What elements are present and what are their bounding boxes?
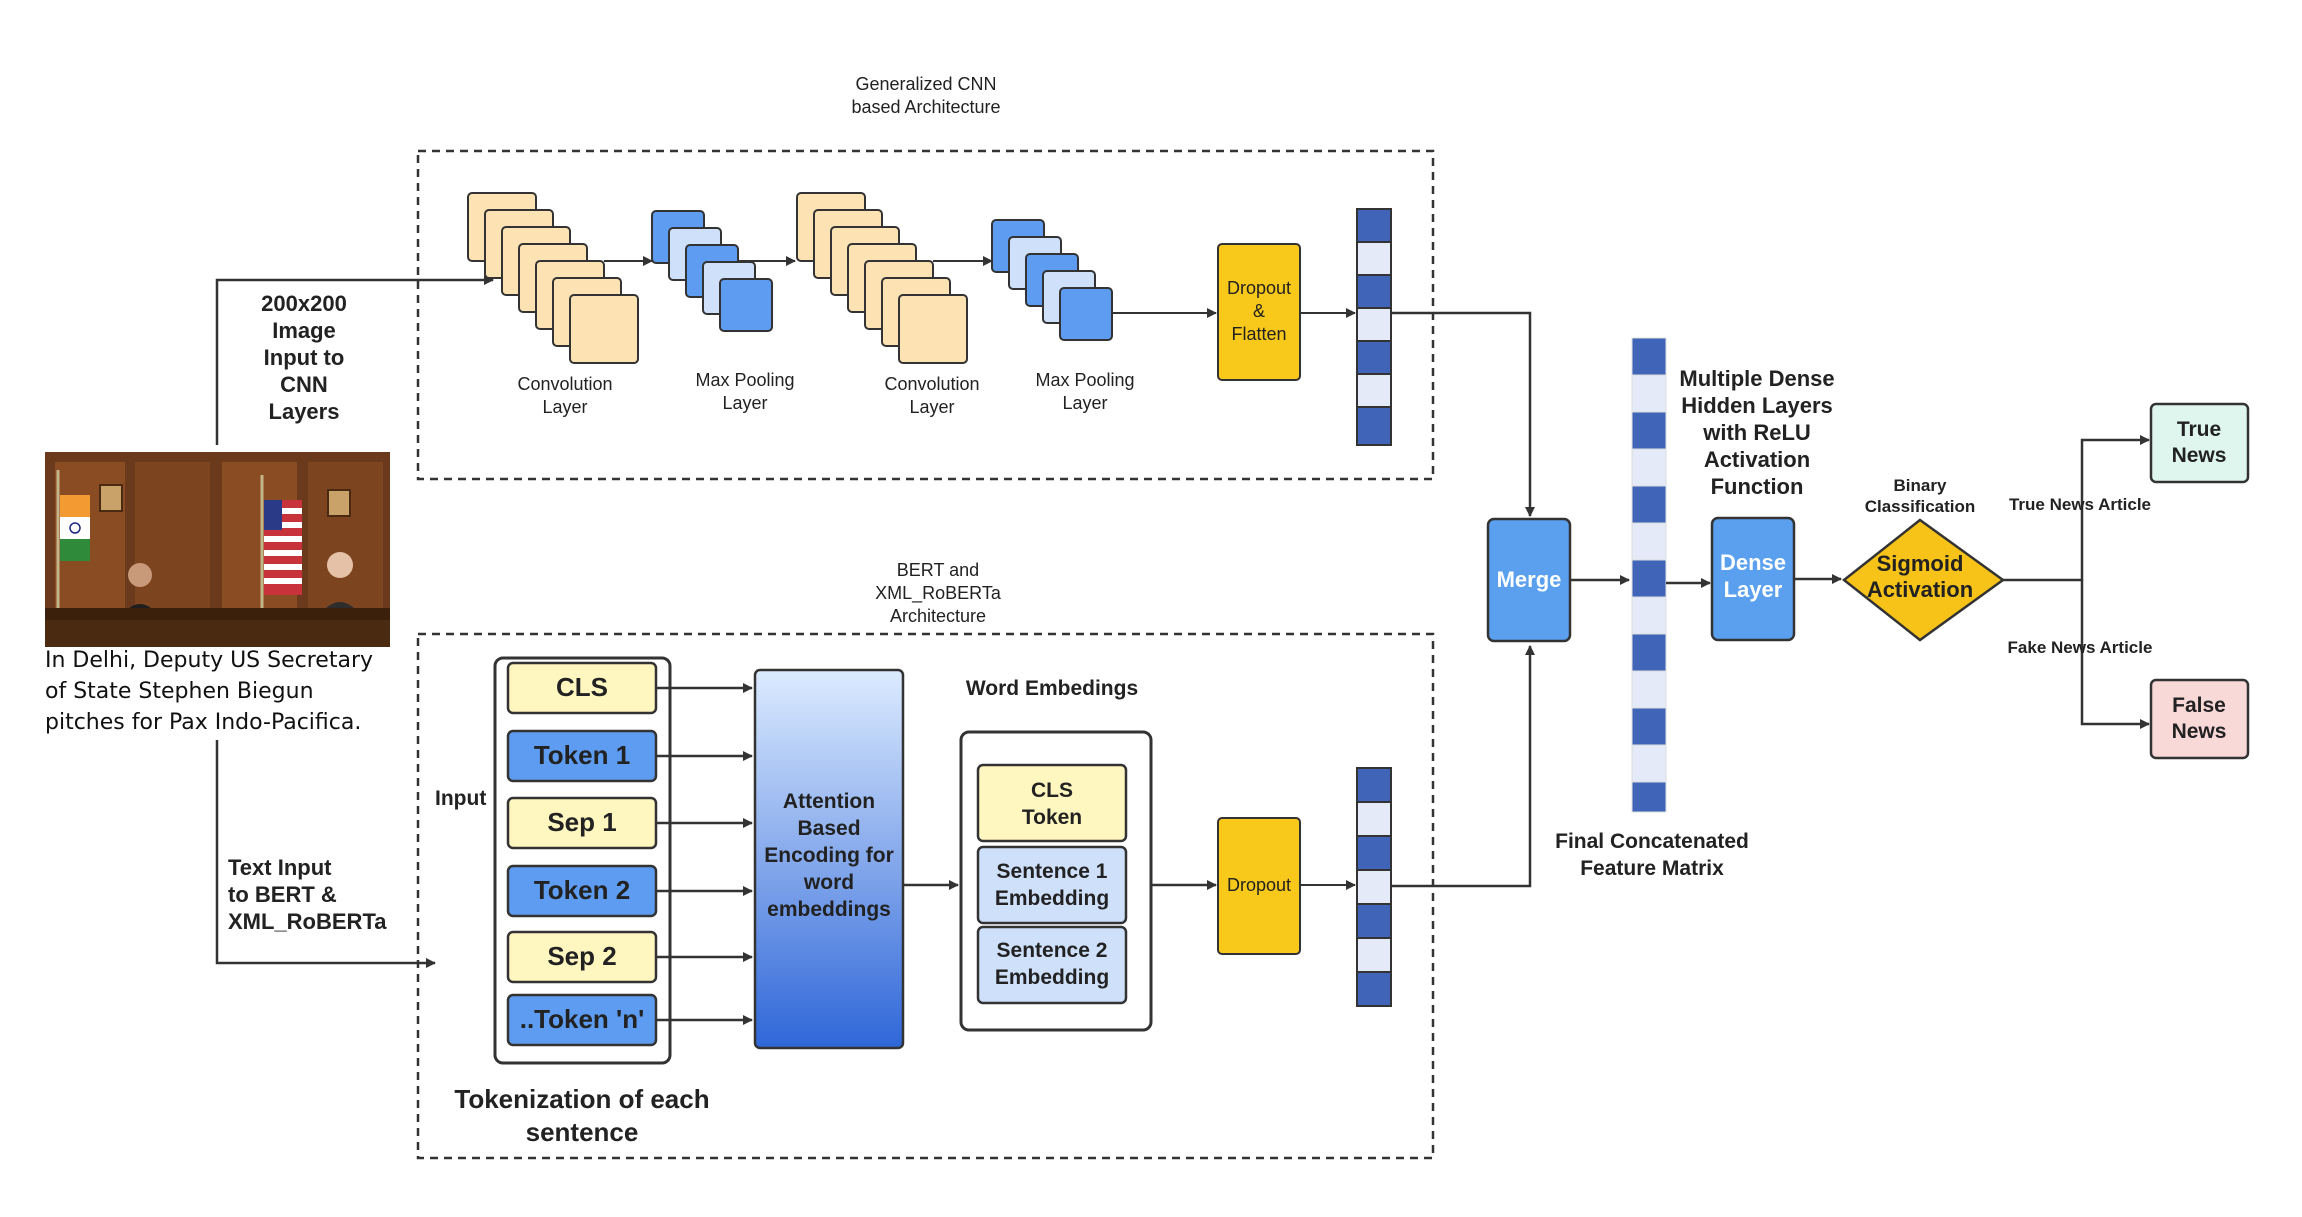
text-input-line3: XML_RoBERTa	[228, 909, 387, 934]
dense-hidden-line5: Function	[1711, 474, 1804, 499]
convolution-layer-1	[467, 192, 639, 364]
conv2-label-line1: Convolution	[884, 374, 979, 394]
binary-classification-line2: Classification	[1865, 497, 1976, 516]
pool1-label-line1: Max Pooling	[695, 370, 794, 390]
cnn-title-line2: based Architecture	[851, 97, 1000, 117]
true-news-line2: News	[2172, 444, 2227, 467]
bert-title-line2: XML_RoBERTa	[875, 583, 1002, 604]
s1-embedding-line1: Sentence 1	[997, 860, 1108, 883]
bert-section: BERT and XML_RoBERTa Architecture Input …	[416, 560, 1435, 1160]
fake-branch-label: Fake News Article	[2008, 638, 2153, 657]
s2-embedding-line2: Embedding	[995, 966, 1109, 989]
bert-title-line1: BERT and	[897, 560, 979, 580]
encoder-line1: Attention	[783, 790, 875, 813]
conv2-label-line2: Layer	[909, 397, 954, 417]
false-news-line1: False	[2172, 694, 2226, 717]
feature-matrix-line1: Final Concatenated	[1555, 830, 1749, 853]
cnn-dashed-box	[416, 149, 1435, 481]
dropout-flatten-line1: Dropout	[1227, 278, 1291, 298]
sigmoid-activation-node	[1841, 518, 2006, 642]
text-dropout-label: Dropout	[1227, 875, 1291, 895]
token-container	[493, 656, 672, 1065]
dense-hidden-label: Multiple Dense Hidden Layers with ReLU A…	[1679, 366, 1834, 499]
dense-hidden-line4: Activation	[1704, 447, 1810, 472]
tokenization-line2: sentence	[526, 1117, 639, 1147]
token-sep-2-label: Sep 2	[547, 941, 616, 971]
dense-layer-line1: Dense	[1720, 550, 1786, 575]
attention-encoder-block	[753, 668, 905, 1050]
convolution-layer-2	[796, 192, 968, 364]
cnn-title-line1: Generalized CNN	[855, 74, 996, 94]
encoder-line5: embeddings	[767, 898, 891, 921]
max-pooling-layer-1	[651, 210, 773, 332]
bert-dashed-box	[416, 632, 1435, 1160]
bert-feature-vector	[1356, 767, 1392, 1007]
tokenization-line1: Tokenization of each	[454, 1084, 709, 1114]
token-cls-label: CLS	[556, 672, 608, 702]
text-input-line2: to BERT &	[228, 882, 337, 907]
false-news-output	[2149, 678, 2250, 760]
embeddings-container	[959, 730, 1153, 1032]
text-input-label: Text Input to BERT & XML_RoBERTa	[228, 855, 387, 934]
image-input-line3: Input to	[264, 345, 345, 370]
text-input-line1: Text Input	[228, 855, 332, 880]
conv1-label-line1: Convolution	[517, 374, 612, 394]
photo-caption: In Delhi, Deputy US Secretary of State S…	[45, 648, 374, 735]
concatenated-feature-vector	[1631, 337, 1667, 813]
token-1-label: Token 1	[534, 740, 630, 770]
image-input-label: 200x200 Image Input to CNN Layers	[261, 291, 347, 424]
pool1-label-line2: Layer	[722, 393, 767, 413]
true-news-output	[2149, 402, 2250, 484]
true-branch-label: True News Article	[2009, 495, 2151, 514]
cls-embedding-line1: CLS	[1031, 779, 1073, 802]
image-input-line2: Image	[272, 318, 336, 343]
word-embeddings-label: Word Embedings	[966, 677, 1138, 700]
dropout-flatten-line2: &	[1253, 301, 1265, 321]
token-sep-1-label: Sep 1	[547, 807, 616, 837]
s2-embedding-line1: Sentence 2	[997, 939, 1108, 962]
cnn-section: Generalized CNN based Architecture Convo…	[416, 74, 1435, 481]
s1-embedding-line2: Embedding	[995, 887, 1109, 910]
pool2-label-line2: Layer	[1062, 393, 1107, 413]
image-input-line5: Layers	[269, 399, 340, 424]
sigmoid-line1: Sigmoid	[1877, 551, 1964, 576]
dense-layer-line2: Layer	[1724, 577, 1783, 602]
feature-matrix-line2: Feature Matrix	[1580, 857, 1724, 880]
conv1-label-line2: Layer	[542, 397, 587, 417]
news-photo	[45, 452, 390, 647]
cnn-feature-vector	[1356, 208, 1392, 446]
bert-title-line3: Architecture	[890, 606, 986, 626]
encoder-line2: Based	[797, 817, 860, 840]
token-2-label: Token 2	[534, 875, 630, 905]
merge-label: Merge	[1497, 567, 1562, 592]
token-n-label: ..Token 'n'	[520, 1004, 645, 1034]
dense-hidden-line1: Multiple Dense	[1679, 366, 1834, 391]
sentence-1-embedding	[976, 845, 1128, 925]
dropout-flatten-line3: Flatten	[1231, 324, 1286, 344]
pool2-label-line1: Max Pooling	[1035, 370, 1134, 390]
binary-classification-line1: Binary	[1894, 476, 1947, 495]
dense-hidden-line2: Hidden Layers	[1681, 393, 1833, 418]
true-news-line1: True	[2177, 418, 2221, 441]
cls-embedding-line2: Token	[1022, 806, 1082, 829]
encoder-line3: Encoding for	[764, 844, 894, 867]
cls-token-embedding	[976, 763, 1128, 843]
image-input-line4: CNN	[280, 372, 328, 397]
input-label: Input	[435, 787, 486, 810]
encoder-line4: word	[803, 871, 854, 894]
dense-hidden-line3: with ReLU	[1702, 420, 1811, 445]
max-pooling-layer-2	[991, 219, 1113, 341]
image-input-line1: 200x200	[261, 291, 347, 316]
false-news-line2: News	[2172, 720, 2227, 743]
sigmoid-line2: Activation	[1867, 577, 1973, 602]
sentence-2-embedding	[976, 925, 1128, 1005]
